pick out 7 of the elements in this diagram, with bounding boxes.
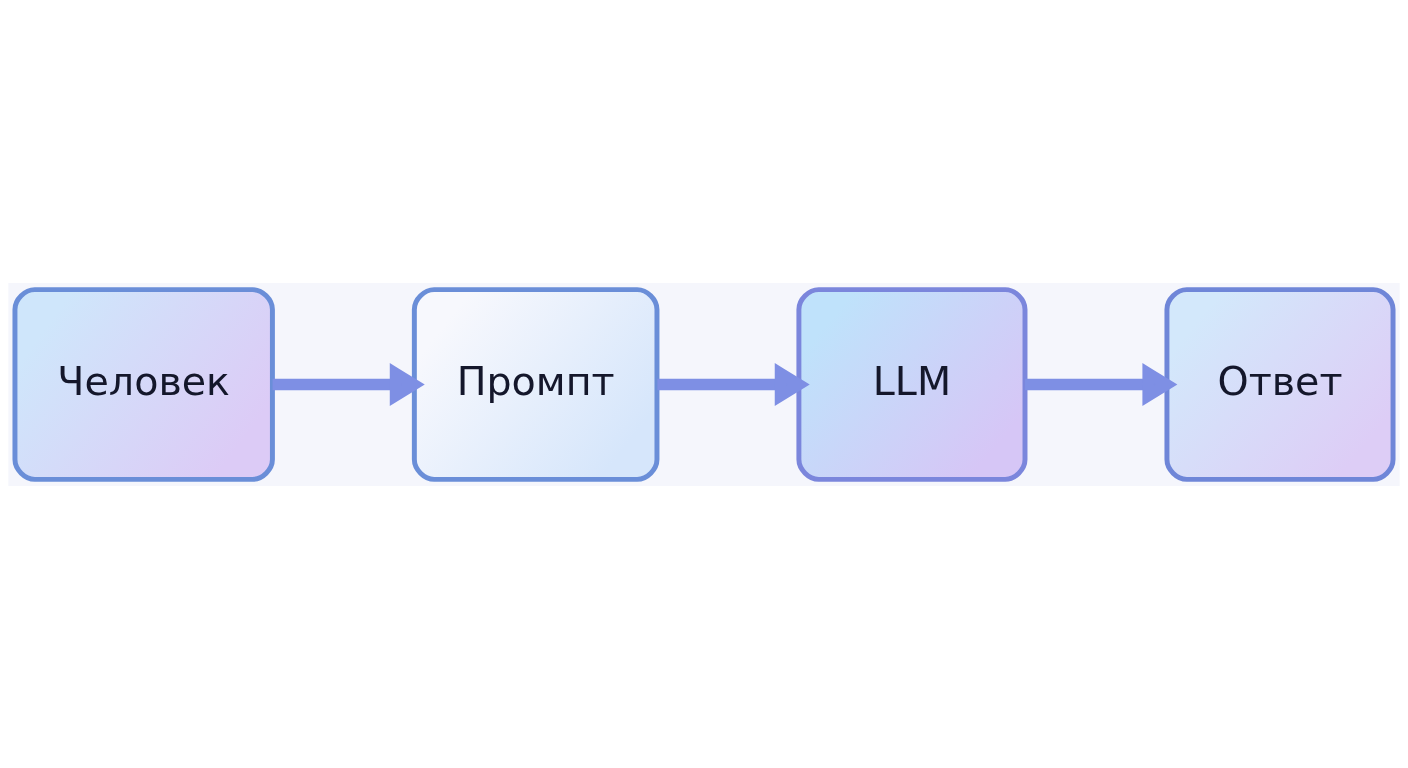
arrow	[272, 362, 425, 406]
arrow	[657, 362, 810, 406]
node-box: Промпт	[411, 286, 660, 482]
node-box: Человек	[12, 286, 275, 482]
arrow	[1025, 362, 1178, 406]
node-box: LLM	[796, 286, 1028, 482]
node-box: Ответ	[1164, 286, 1396, 482]
